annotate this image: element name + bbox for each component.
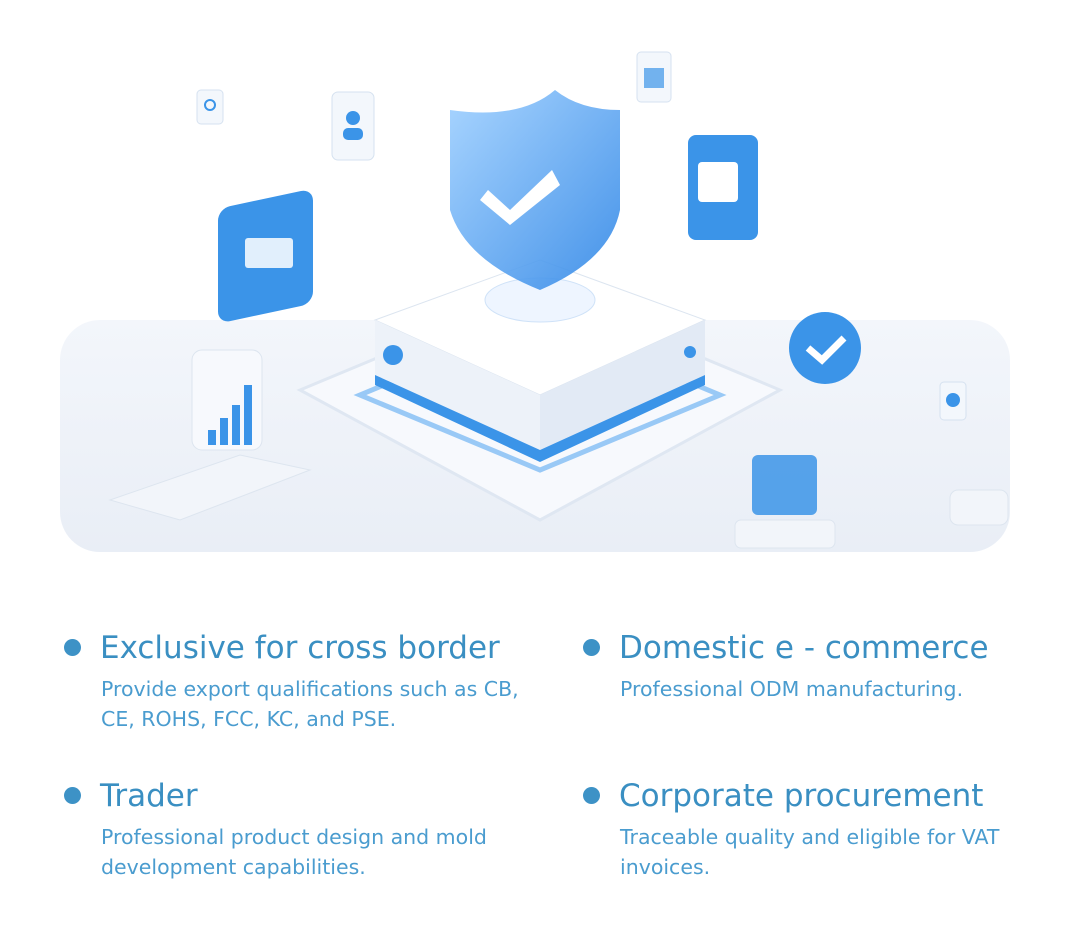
feature-title: Exclusive for cross border xyxy=(100,630,500,666)
feature-description: Provide export qualifications such as CB… xyxy=(101,677,519,731)
folder-card-icon xyxy=(218,190,313,322)
security-illustration xyxy=(60,51,1010,552)
feature-domestic-ecommerce: Domestic e - commerce Professional ODM m… xyxy=(583,626,1053,704)
check-badge-icon xyxy=(789,312,861,384)
feature-corporate-procurement: Corporate procurement Traceable quality … xyxy=(583,774,1053,882)
bullet-icon xyxy=(583,787,600,804)
feature-title: Domestic e - commerce xyxy=(619,630,989,666)
feature-title: Corporate procurement xyxy=(619,778,984,814)
gear-card-icon xyxy=(939,381,967,421)
bullet-icon xyxy=(64,787,81,804)
info-panel-icon xyxy=(734,455,836,549)
bar-chart-icon xyxy=(108,349,312,521)
shield-check-icon xyxy=(450,90,620,323)
feature-trader: Trader Professional product design and m… xyxy=(64,774,534,882)
bullet-icon xyxy=(583,639,600,656)
location-card-icon xyxy=(196,89,224,125)
server-box-icon xyxy=(373,259,707,462)
document-card-icon xyxy=(688,135,758,240)
feature-description: Professional ODM manufacturing. xyxy=(620,677,964,701)
user-card-icon xyxy=(331,91,375,161)
chart-card-icon xyxy=(636,51,672,103)
feature-description: Professional product design and mold dev… xyxy=(101,825,487,879)
feature-title: Trader xyxy=(100,778,198,814)
feature-description: Traceable quality and eligible for VAT i… xyxy=(620,825,1000,879)
feature-cross-border: Exclusive for cross border Provide expor… xyxy=(64,626,534,734)
bullet-icon xyxy=(64,639,81,656)
